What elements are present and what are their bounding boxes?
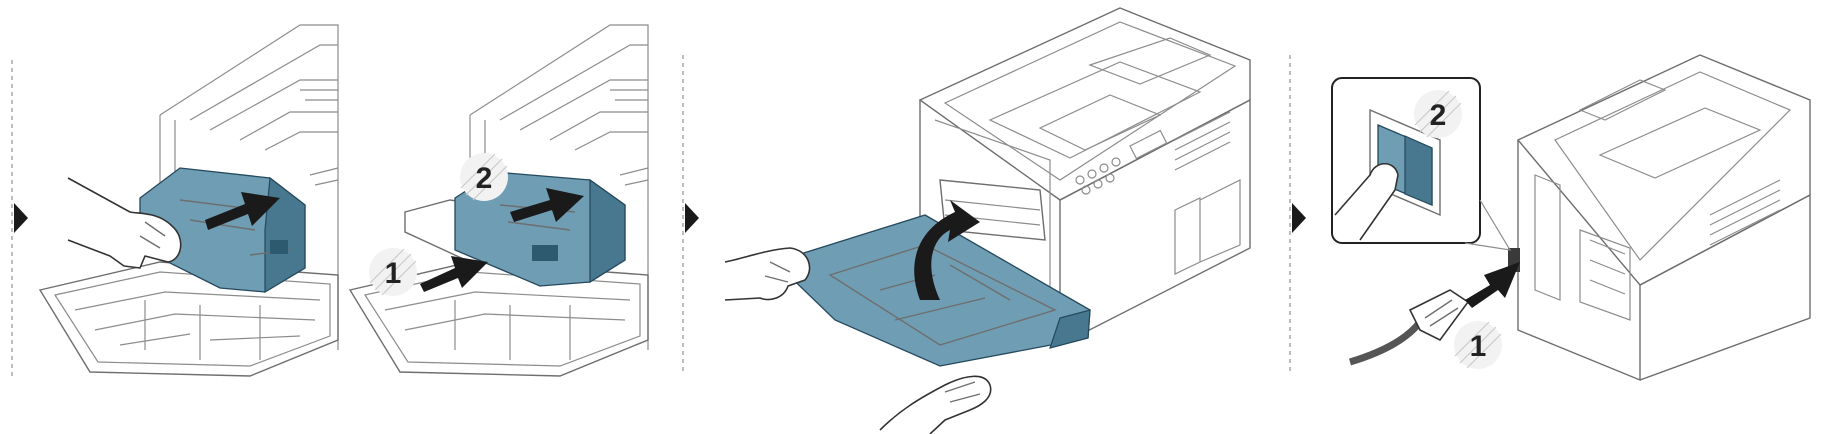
callout-2: 2 bbox=[1414, 90, 1462, 138]
callout-1: 1 bbox=[369, 248, 417, 296]
callout-1: 1 bbox=[1454, 321, 1502, 369]
hand-icon bbox=[724, 247, 811, 301]
step-number: 2 bbox=[476, 162, 493, 195]
hand-icon bbox=[879, 375, 992, 434]
push-arrow-icon bbox=[1465, 262, 1520, 308]
printer-illustration bbox=[38, 24, 339, 377]
hand-icon bbox=[67, 177, 182, 269]
panel-slide-toner-in: 1 2 bbox=[348, 24, 649, 377]
push-arrow-icon bbox=[205, 192, 280, 230]
step-number: 2 bbox=[1430, 99, 1447, 132]
panel-insert-toner bbox=[38, 24, 339, 377]
next-step-arrow-icon bbox=[1292, 203, 1306, 233]
power-cord-icon bbox=[1348, 289, 1470, 366]
power-switch-icon bbox=[1369, 108, 1441, 217]
printer-illustration bbox=[918, 7, 1251, 346]
push-arrow-icon bbox=[510, 188, 584, 222]
step-number: 1 bbox=[1470, 330, 1487, 363]
panel-close-front-cover bbox=[724, 7, 1251, 434]
next-step-arrow-icon bbox=[14, 203, 28, 233]
step-number: 1 bbox=[385, 257, 402, 290]
finger-icon bbox=[1334, 162, 1399, 241]
control-panel bbox=[1075, 129, 1168, 195]
push-arrow-icon bbox=[420, 256, 488, 292]
curved-arrow-icon bbox=[914, 200, 980, 300]
callout-2: 2 bbox=[460, 153, 508, 201]
panel-connect-power: 2 1 bbox=[1331, 54, 1811, 382]
printer-illustration bbox=[1508, 54, 1811, 382]
next-step-arrow-icon bbox=[685, 203, 699, 233]
